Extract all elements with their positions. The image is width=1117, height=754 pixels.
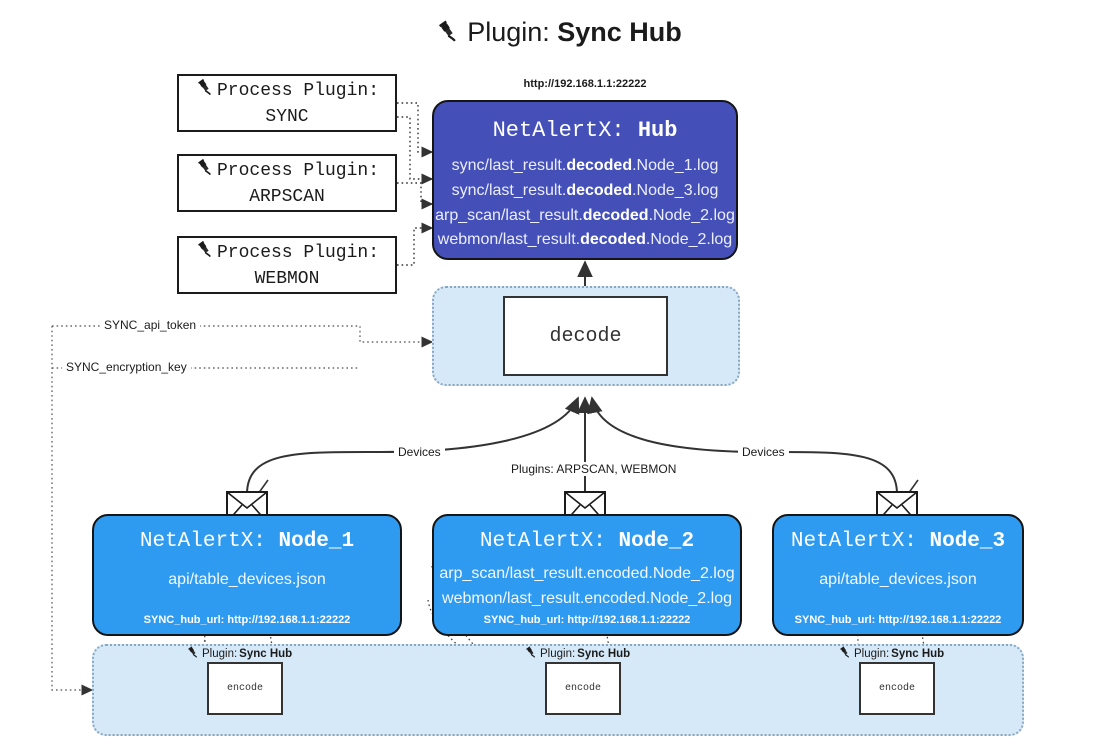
hub-title-prefix: NetAlertX: <box>492 118 638 143</box>
plugin-tag-prefix: Plugin: <box>854 647 890 660</box>
node-box-node-2[interactable]: NetAlertX: Node_2 arp_scan/last_result.e… <box>432 514 742 636</box>
encode-box-node-1[interactable]: encode <box>207 662 283 715</box>
plugin-tag-prefix: Plugin: <box>202 647 238 660</box>
page-title-name: Sync Hub <box>557 17 682 47</box>
node-box-node-3[interactable]: NetAlertX: Node_3 api/table_devices.json… <box>772 514 1024 636</box>
process-plugin-label: Process Plugin: <box>216 80 380 101</box>
process-plugin-name: WEBMON <box>254 269 320 289</box>
page-title: Plugin: Sync Hub <box>0 18 1117 49</box>
plug-icon <box>838 645 852 662</box>
node-line: api/table_devices.json <box>168 571 326 588</box>
plugin-tag-sync-hub: Plugin: Sync Hub <box>524 645 630 662</box>
envelope-icon <box>564 491 606 523</box>
hub-box[interactable]: NetAlertX: Hub sync/last_result.decoded.… <box>432 100 738 260</box>
node-line: api/table_devices.json <box>819 571 977 588</box>
node-box-node-1[interactable]: NetAlertX: Node_1 api/table_devices.json… <box>92 514 402 636</box>
process-plugin-label: Process Plugin: <box>216 242 380 263</box>
hub-title-name: Hub <box>637 118 678 143</box>
node-line: arp_scan/last_result.encoded.Node_2.log <box>439 565 735 582</box>
hub-log-line: arp_scan/last_result.decoded.Node_2.log <box>435 206 735 224</box>
hub-log-line: sync/last_result.decoded.Node_3.log <box>451 181 719 199</box>
node-title: NetAlertX: Node_3 <box>790 530 1006 553</box>
encode-box-node-2[interactable]: encode <box>545 662 621 715</box>
hub-title: NetAlertX: Hub <box>434 118 736 143</box>
plugin-tag-name: Sync Hub <box>577 647 631 660</box>
node-body: arp_scan/last_result.encoded.Node_2.log … <box>434 562 740 612</box>
secret-label-encryption-key: SYNC_encryption_key <box>62 360 191 374</box>
node-body: api/table_devices.json <box>774 568 1022 593</box>
secret-label-api-token: SYNC_api_token <box>100 318 201 332</box>
edge-label-devices-left: Devices <box>394 445 445 459</box>
decode-box[interactable]: decode <box>503 296 668 376</box>
plug-icon <box>186 645 200 662</box>
plugin-tag-sync-hub: Plugin: Sync Hub <box>186 645 292 662</box>
edge-label-plugins-center: Plugins: ARPSCAN, WEBMON <box>507 462 681 476</box>
plug-icon <box>195 77 215 105</box>
process-plugin-name: ARPSCAN <box>249 187 325 207</box>
process-plugin-name: SYNC <box>265 107 309 127</box>
plugin-tag-prefix: Plugin: <box>540 647 576 660</box>
plugin-tag-name: Sync Hub <box>239 647 293 660</box>
process-plugin-box-sync[interactable]: Process Plugin: SYNC <box>177 74 397 132</box>
hub-log-line: sync/last_result.decoded.Node_1.log <box>451 157 719 174</box>
node-title: NetAlertX: Node_1 <box>139 530 355 553</box>
node-title: NetAlertX: Node_2 <box>479 530 695 553</box>
process-plugin-box-webmon[interactable]: Process Plugin: WEBMON <box>177 236 397 294</box>
process-plugin-box-arpscan[interactable]: Process Plugin: ARPSCAN <box>177 154 397 212</box>
plugin-tag-name: Sync Hub <box>891 647 945 660</box>
encode-box-node-3[interactable]: encode <box>859 662 935 715</box>
plug-icon <box>435 18 461 49</box>
plug-icon <box>195 157 215 185</box>
plug-icon <box>524 645 538 662</box>
hub-log-list: sync/last_result.decoded.Node_1.log sync… <box>434 154 736 253</box>
node-footer-url: SYNC_hub_url: http://192.168.1.1:22222 <box>483 614 691 626</box>
node-body: api/table_devices.json <box>94 568 400 593</box>
plugin-tag-sync-hub: Plugin: Sync Hub <box>838 645 944 662</box>
node-footer-url: SYNC_hub_url: http://192.168.1.1:22222 <box>143 614 351 626</box>
edge-label-devices-right: Devices <box>738 445 789 459</box>
node-footer-url: SYNC_hub_url: http://192.168.1.1:22222 <box>794 614 1002 626</box>
hub-url-label: http://192.168.1.1:22222 <box>523 78 647 90</box>
hub-log-line: webmon/last_result.decoded.Node_2.log <box>437 231 733 249</box>
page-title-prefix: Plugin: <box>467 17 558 47</box>
process-plugin-label: Process Plugin: <box>216 160 380 181</box>
plug-icon <box>195 239 215 267</box>
node-line: webmon/last_result.encoded.Node_2.log <box>442 589 732 607</box>
